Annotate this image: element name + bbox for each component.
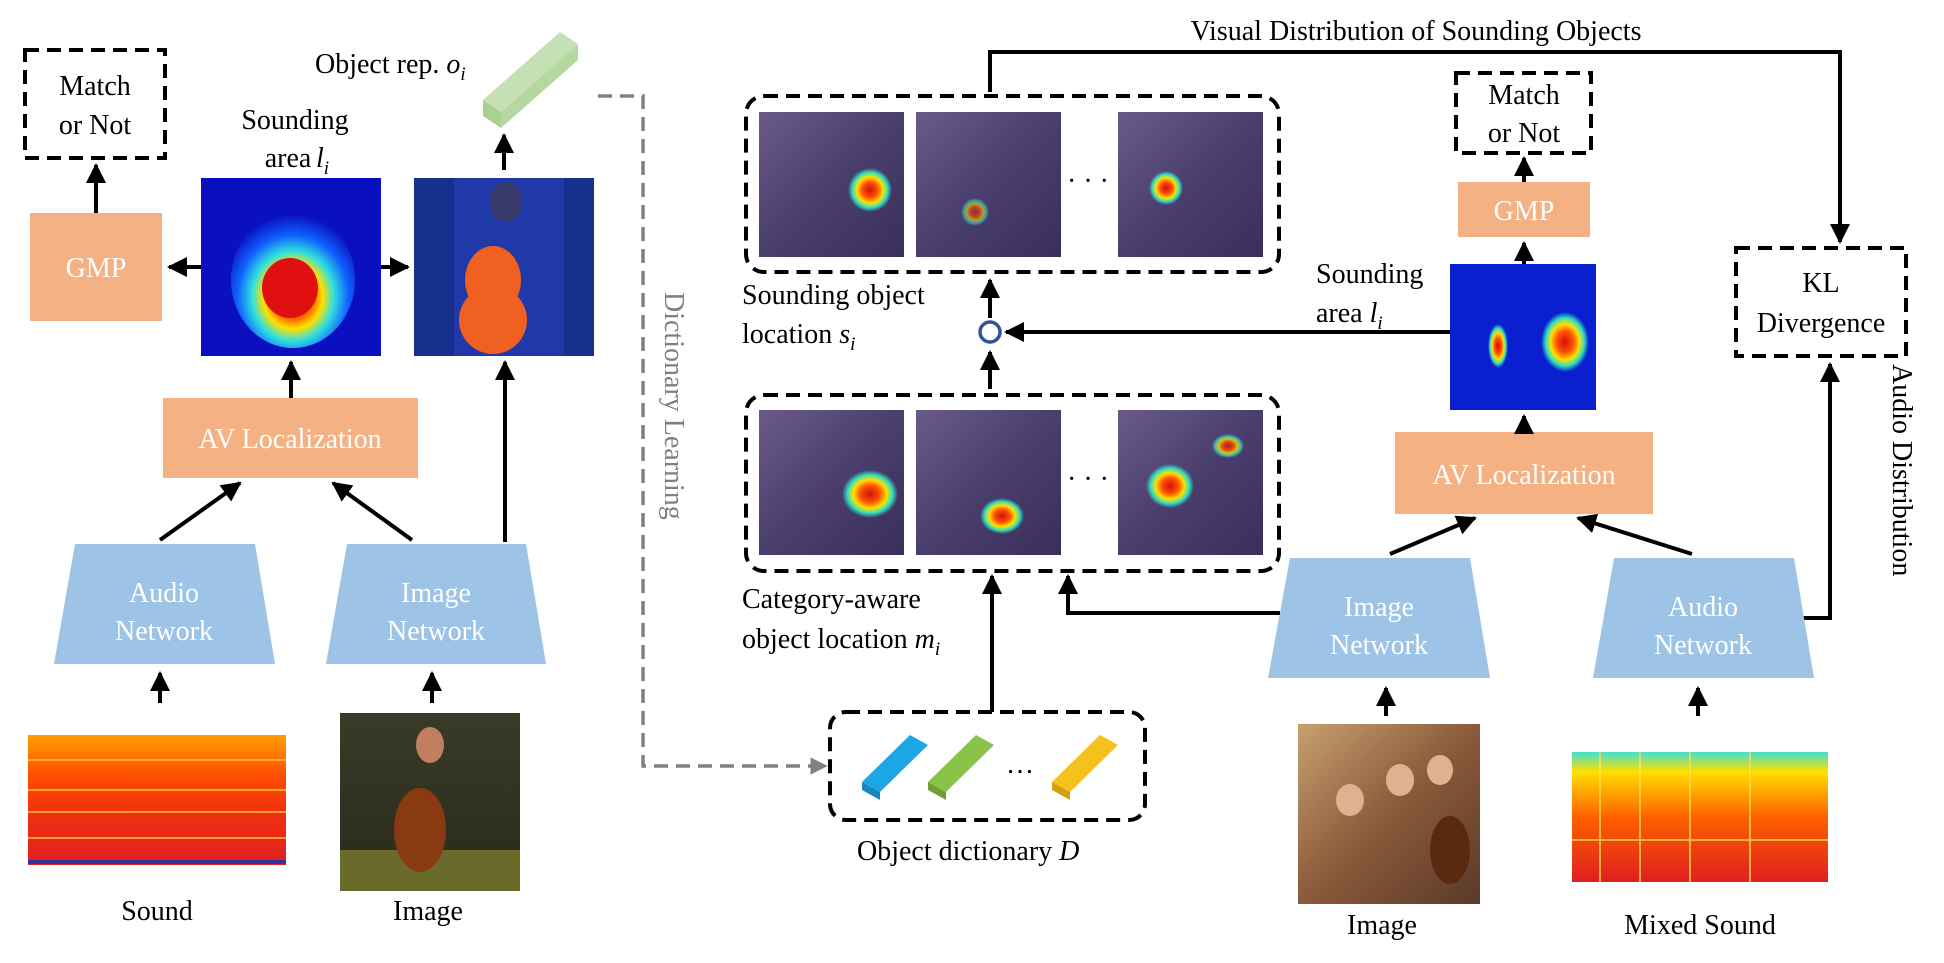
left-av-localization-label: AV Localization	[198, 424, 381, 455]
category-aware-ellipsis: · · ·	[1067, 464, 1109, 495]
left-av-localization-box	[163, 398, 418, 478]
kl-divergence-box	[1734, 246, 1908, 358]
product-node	[978, 320, 1002, 344]
left-sounding-area-var: li	[316, 143, 329, 179]
right-heatmap-spot-1	[1488, 324, 1508, 368]
category-aware-frame-3	[1118, 410, 1263, 555]
left-masked-cello-bg2	[564, 178, 594, 356]
right-image-person-3	[1427, 755, 1453, 785]
left-spectrogram-lines	[28, 759, 286, 839]
category-aware-frame-1	[759, 410, 904, 555]
right-image-network-label-1: Image	[1344, 592, 1414, 623]
object-rep-bar-front	[483, 100, 501, 128]
left-image-network-label-1: Image	[401, 578, 471, 609]
right-audio-network-label-2: Network	[1654, 630, 1752, 661]
kl-label-2: Divergence	[1757, 308, 1886, 339]
dictionary-learning-label: Dictionary Learning	[658, 292, 689, 520]
mixed-spectrogram-lines	[1572, 752, 1828, 882]
left-cello-image-cello	[394, 788, 446, 872]
sounding-object-frame-3	[1118, 112, 1263, 257]
sounding-object-location-label-2: location si	[742, 319, 855, 355]
sounding-object-location-group	[744, 94, 1281, 274]
arrow-imagenet-to-avloc	[331, 481, 414, 542]
right-match-label-1: Match	[1488, 80, 1560, 111]
arrow-audionet-to-avloc	[158, 481, 242, 542]
sounding-object-ellipsis: · · ·	[1067, 166, 1109, 197]
left-image-caption: Image	[393, 896, 463, 927]
right-match-label-2: or Not	[1488, 118, 1561, 149]
sounding-object-location-label-1: Sounding object	[742, 280, 925, 311]
right-gmp-label: GMP	[1494, 196, 1555, 227]
right-image-person-1	[1336, 784, 1364, 816]
audio-distribution-label: Audio Distribution	[1886, 364, 1917, 576]
left-heatmap-core	[262, 258, 318, 318]
left-masked-cello-head	[490, 182, 522, 222]
left-image-network	[326, 544, 546, 664]
left-masked-cello-bg	[414, 178, 454, 356]
category-aware-label-2: object location mi	[742, 624, 940, 660]
left-audio-network	[54, 544, 275, 664]
left-match-label-1: Match	[59, 71, 131, 102]
category-aware-location-group	[744, 393, 1281, 573]
left-spectrogram-base	[28, 860, 286, 864]
dict-ellipsis: …	[1006, 749, 1034, 780]
audio-distribution-path	[1800, 362, 1840, 620]
dict-entry-yellow	[1052, 735, 1118, 800]
dict-entry-cyan	[862, 735, 928, 800]
left-cello-image-person	[416, 727, 444, 763]
right-heatmap-spot-2	[1541, 312, 1589, 372]
right-sounding-area-label-1: Sounding	[1316, 259, 1423, 290]
left-sounding-area-label-2: area	[265, 143, 312, 174]
right-image-person-2	[1386, 764, 1414, 796]
left-audio-network-label-1: Audio	[129, 578, 199, 609]
left-gmp-label: GMP	[66, 253, 127, 284]
right-image-network	[1268, 558, 1490, 678]
visual-distribution-path	[988, 50, 1850, 244]
mixed-sound-spectrogram	[1572, 752, 1828, 882]
left-audio-network-label-2: Network	[115, 616, 213, 647]
object-rep-bar-side	[501, 44, 578, 128]
sounding-object-frame-2	[916, 112, 1061, 257]
right-image-network-label-2: Network	[1330, 630, 1428, 661]
left-match-label-2: or Not	[59, 110, 132, 141]
right-av-localization-box	[1395, 432, 1653, 514]
object-rep-label: Object rep. oi	[315, 49, 466, 85]
right-image-bass	[1430, 816, 1470, 884]
right-audio-network-label-1: Audio	[1668, 592, 1738, 623]
left-sounding-area-label-1: Sounding	[241, 105, 348, 136]
right-image-caption: Image	[1347, 910, 1417, 941]
left-sound-spectrogram	[28, 735, 286, 865]
left-masked-cello-body-bottom	[459, 286, 527, 354]
mixed-sound-caption: Mixed Sound	[1624, 910, 1776, 941]
object-dictionary-label: Object dictionary D	[857, 836, 1079, 867]
right-av-localization-label: AV Localization	[1432, 460, 1615, 491]
arrow-right-imagenet-to-avloc	[1389, 515, 1477, 556]
right-sounding-area-label-2: area li	[1316, 298, 1383, 334]
category-aware-label-1: Category-aware	[742, 584, 921, 615]
right-gmp-box	[1458, 182, 1590, 237]
left-match-box	[23, 48, 167, 160]
kl-label-1: KL	[1802, 268, 1839, 299]
dictionary-learning-path	[598, 94, 828, 775]
right-audio-network	[1593, 558, 1814, 678]
object-dictionary-box	[828, 710, 1147, 822]
right-match-box	[1454, 71, 1593, 155]
category-aware-frame-2	[916, 410, 1061, 555]
left-image-network-label-2: Network	[387, 616, 485, 647]
visual-distribution-label: Visual Distribution of Sounding Objects	[1191, 16, 1642, 47]
left-gmp-box	[30, 213, 162, 321]
object-rep-bar	[483, 32, 578, 112]
sounding-object-frame-1	[759, 112, 904, 257]
left-sound-caption: Sound	[121, 896, 193, 927]
dict-entry-green	[928, 735, 994, 800]
arrow-right-audionet-to-avloc	[1576, 513, 1693, 556]
arrow-right-imagenet-to-category-group	[1058, 574, 1280, 615]
